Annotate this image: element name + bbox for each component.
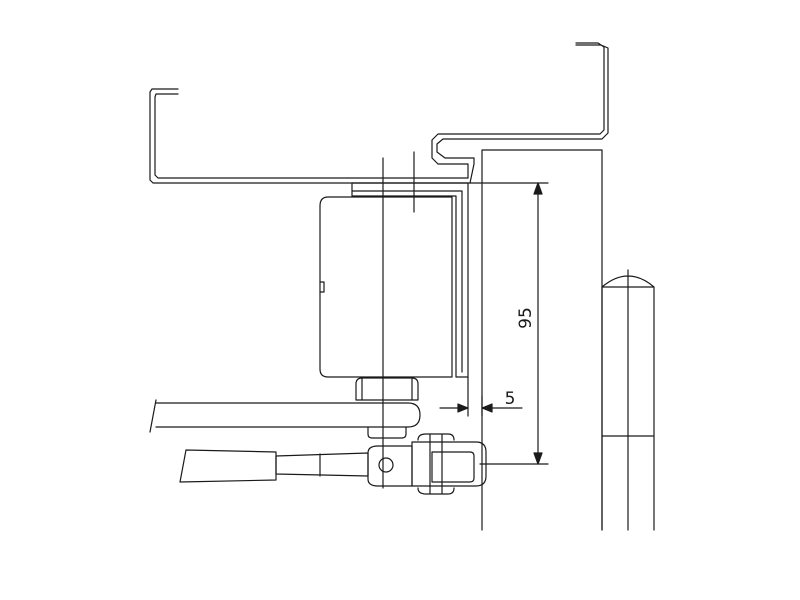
dimension-line-5 xyxy=(439,376,523,417)
closer-body xyxy=(319,196,453,378)
frame-profile xyxy=(149,88,471,184)
arm-shoe-inner xyxy=(431,451,475,483)
door-jamb xyxy=(481,149,603,531)
center-line xyxy=(382,151,415,489)
shaft-collar xyxy=(355,377,419,401)
arm-shoe-bolt xyxy=(417,433,455,495)
arm-shoe xyxy=(411,441,487,487)
main-arm xyxy=(149,399,421,433)
dimension-label-5: 5 xyxy=(505,389,516,409)
dimension-arrow-top xyxy=(533,182,543,195)
dimension-arrow-right xyxy=(481,403,493,413)
hinge-pin xyxy=(601,269,655,531)
frame-profile-hook xyxy=(431,42,609,184)
dimension-arrow-bottom xyxy=(533,452,543,465)
forearm-tube xyxy=(179,449,277,483)
bracket-inner-line xyxy=(351,190,463,373)
dimension-line-95 xyxy=(469,182,549,465)
dimension-label-95: 95 xyxy=(516,307,536,329)
forearm-eye-hole xyxy=(378,457,394,473)
shaft-knuckle xyxy=(367,426,407,439)
dimension-arrow-left xyxy=(457,403,469,413)
mounting-bracket xyxy=(351,182,469,378)
closer-body-notch xyxy=(319,281,325,293)
forearm-rod xyxy=(275,452,369,477)
forearm-eye xyxy=(367,445,413,487)
